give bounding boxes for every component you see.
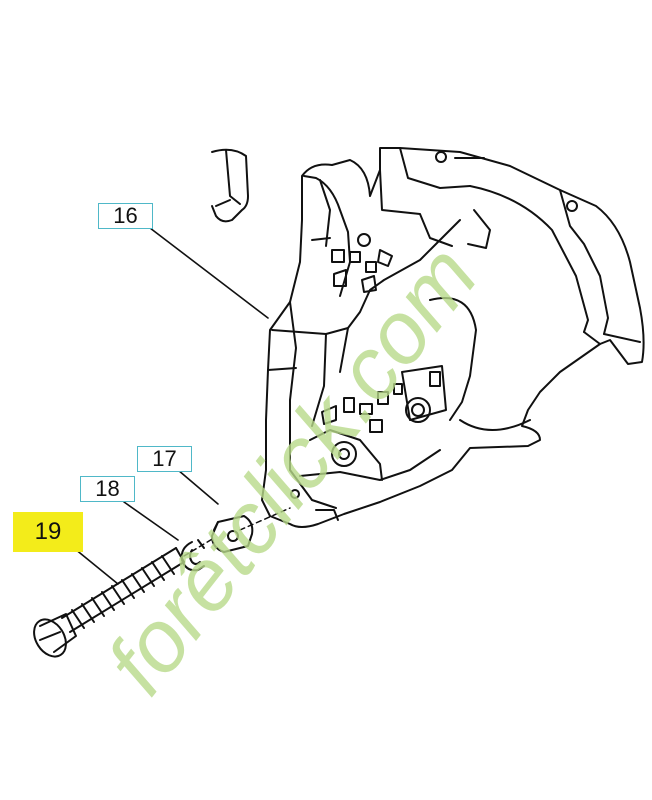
callout-17: 17 <box>137 446 192 472</box>
screw-part-19 <box>33 547 185 658</box>
assembly-axis-line <box>183 507 291 557</box>
leader-line-17 <box>177 469 219 505</box>
callout-16: 16 <box>98 203 153 229</box>
callout-18: 18 <box>80 476 135 502</box>
housing-part-16 <box>261 147 645 528</box>
plate-part-17 <box>211 515 254 553</box>
callout-19: 19 <box>13 512 83 552</box>
leader-line-16 <box>149 227 269 319</box>
top-clip <box>211 148 249 223</box>
leader-line-18 <box>123 501 179 541</box>
